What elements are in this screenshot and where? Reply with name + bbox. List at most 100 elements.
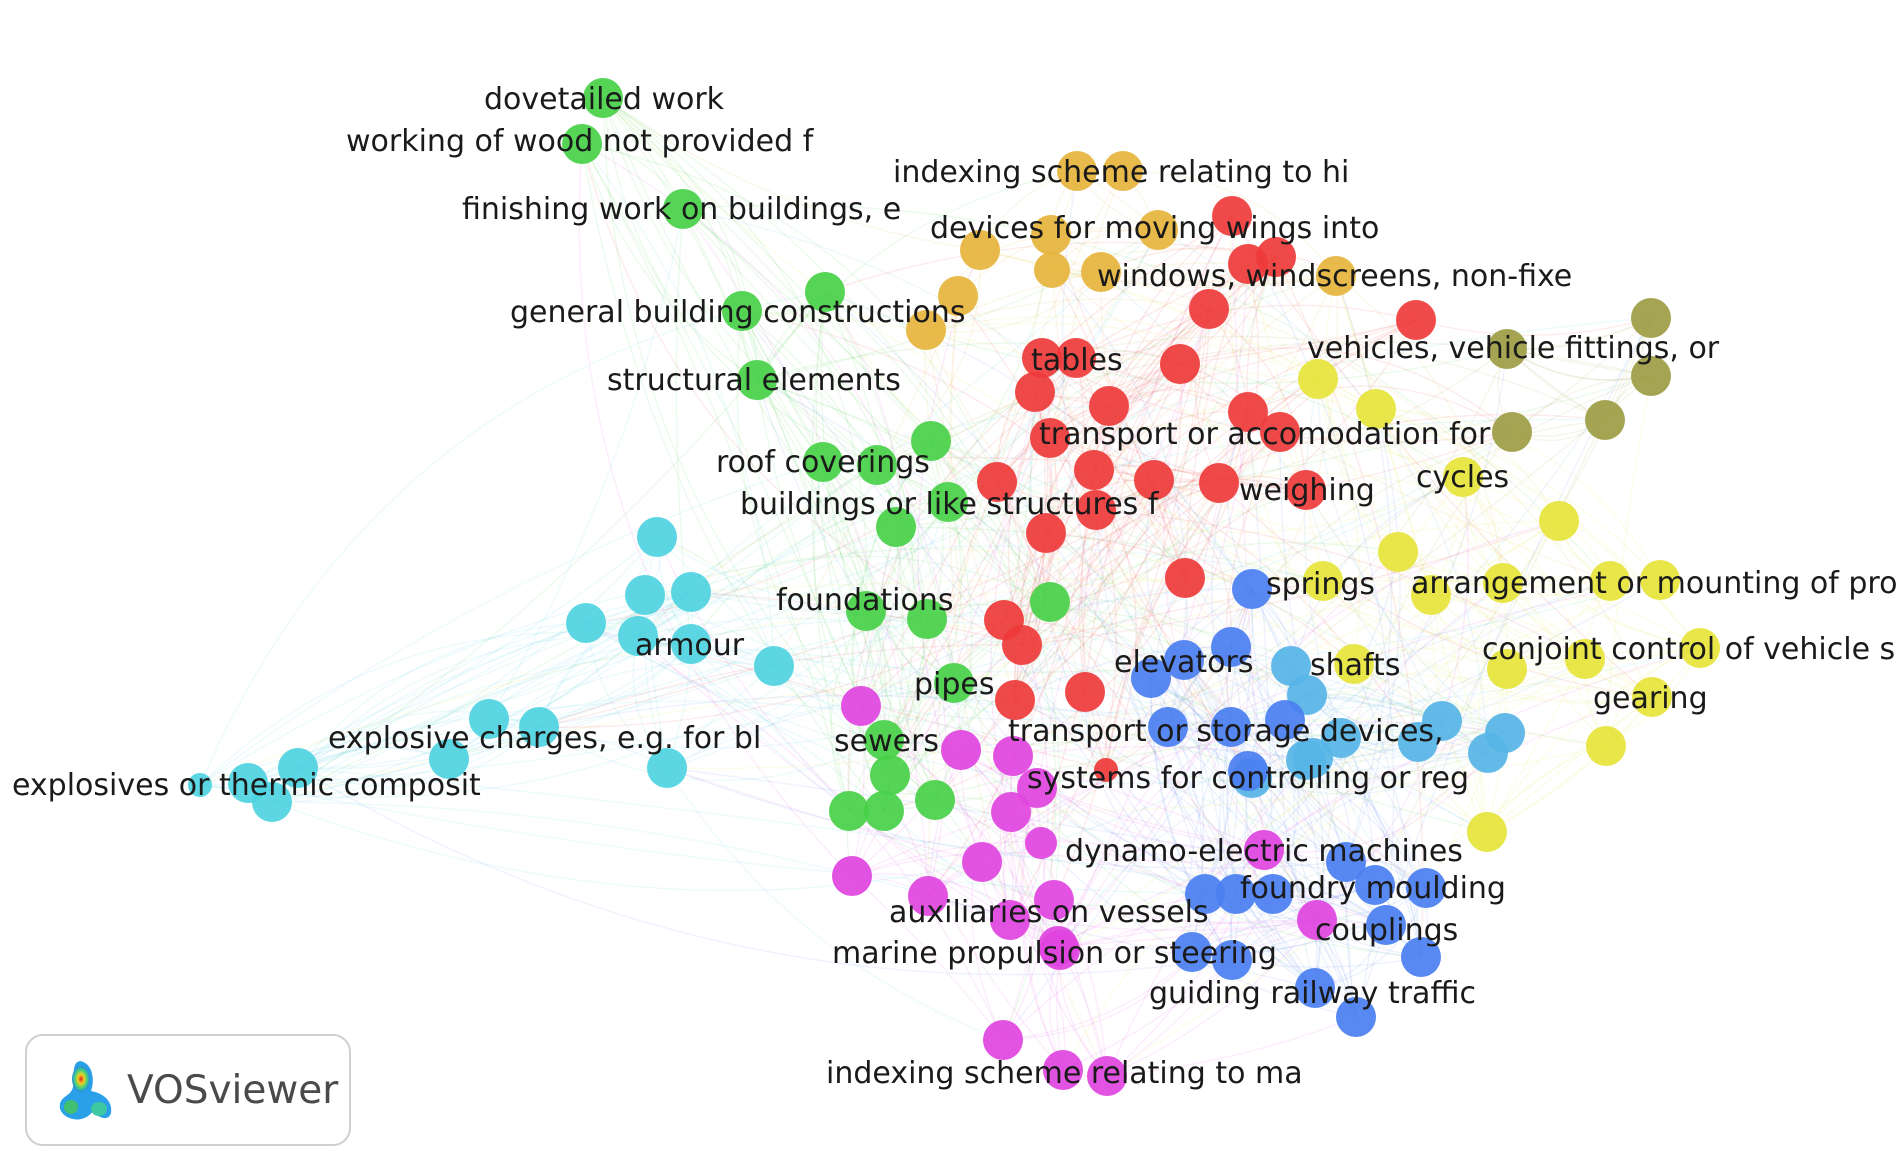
node-green[interactable] bbox=[583, 78, 623, 118]
node-label[interactable]: explosives or thermic composit bbox=[12, 768, 481, 803]
node-cyan[interactable] bbox=[469, 699, 509, 739]
node-yellow[interactable] bbox=[1487, 649, 1527, 689]
node-magenta[interactable] bbox=[941, 730, 981, 770]
node-magenta[interactable] bbox=[1043, 1050, 1083, 1090]
node-green[interactable] bbox=[722, 291, 762, 331]
node-blue[interactable] bbox=[1164, 640, 1204, 680]
node-red[interactable] bbox=[1212, 196, 1252, 236]
node-yellow[interactable] bbox=[1303, 561, 1343, 601]
node-magenta[interactable] bbox=[832, 856, 872, 896]
node-olive[interactable] bbox=[1492, 412, 1532, 452]
node-label[interactable]: transport or storage devices, bbox=[1008, 714, 1444, 749]
node-cyan[interactable] bbox=[671, 624, 711, 664]
node-green[interactable] bbox=[907, 599, 947, 639]
node-label[interactable]: auxiliaries on vessels bbox=[889, 895, 1209, 930]
node-blue[interactable] bbox=[1211, 627, 1251, 667]
node-magenta[interactable] bbox=[908, 876, 948, 916]
node-cyan[interactable] bbox=[519, 707, 559, 747]
node-magenta[interactable] bbox=[962, 842, 1002, 882]
node-red[interactable] bbox=[1228, 392, 1268, 432]
node-sky[interactable] bbox=[1321, 718, 1361, 758]
node-green[interactable] bbox=[928, 482, 968, 522]
node-label[interactable]: transport or accomodation for bbox=[1039, 417, 1491, 452]
node-blue[interactable] bbox=[1172, 932, 1212, 972]
node-red[interactable] bbox=[1026, 513, 1066, 553]
node-red[interactable] bbox=[977, 462, 1017, 502]
node-label[interactable]: elevators bbox=[1114, 645, 1253, 680]
node-label[interactable]: tables bbox=[1031, 343, 1123, 378]
node-magenta[interactable] bbox=[841, 686, 881, 726]
node-red[interactable] bbox=[1165, 558, 1205, 598]
node-cyan[interactable] bbox=[637, 517, 677, 557]
node-blue[interactable] bbox=[1185, 874, 1225, 914]
node-red[interactable] bbox=[1396, 300, 1436, 340]
node-orange[interactable] bbox=[1138, 210, 1178, 250]
node-blue[interactable] bbox=[1232, 569, 1272, 609]
node-cyan[interactable] bbox=[566, 603, 606, 643]
node-orange[interactable] bbox=[960, 230, 1000, 270]
node-cyan[interactable] bbox=[429, 739, 469, 779]
node-green[interactable] bbox=[1030, 582, 1070, 622]
node-label[interactable]: general building constructions bbox=[510, 295, 965, 330]
node-label[interactable]: arrangement or mounting of pro bbox=[1411, 566, 1896, 601]
node-yellow[interactable] bbox=[1590, 561, 1630, 601]
node-label[interactable]: dovetailed work bbox=[484, 82, 725, 117]
node-yellow[interactable] bbox=[1586, 726, 1626, 766]
node-magenta[interactable] bbox=[1017, 768, 1057, 808]
node-cyan[interactable] bbox=[252, 782, 292, 822]
node-label[interactable]: couplings bbox=[1315, 913, 1458, 948]
node-sky[interactable] bbox=[1398, 722, 1438, 762]
node-olive[interactable] bbox=[1585, 400, 1625, 440]
node-olive[interactable] bbox=[1487, 329, 1527, 369]
node-green[interactable] bbox=[805, 272, 845, 312]
node-yellow[interactable] bbox=[1632, 677, 1672, 717]
node-label[interactable]: indexing scheme relating to hi bbox=[893, 155, 1349, 190]
node-cyan[interactable] bbox=[647, 748, 687, 788]
node-cyan[interactable] bbox=[754, 646, 794, 686]
node-magenta[interactable] bbox=[1034, 880, 1074, 920]
node-blue[interactable] bbox=[1355, 865, 1395, 905]
node-red[interactable] bbox=[1228, 244, 1268, 284]
node-blue[interactable] bbox=[1212, 940, 1252, 980]
node-yellow[interactable] bbox=[1680, 628, 1720, 668]
node-label[interactable]: gearing bbox=[1593, 681, 1708, 716]
node-magenta[interactable] bbox=[991, 792, 1031, 832]
node-yellow[interactable] bbox=[1640, 560, 1680, 600]
node-orange[interactable] bbox=[1034, 252, 1070, 288]
node-magenta[interactable] bbox=[993, 736, 1033, 776]
node-green[interactable] bbox=[857, 445, 897, 485]
node-label[interactable]: guiding railway traffic bbox=[1149, 976, 1476, 1011]
node-label[interactable]: foundry moulding bbox=[1240, 871, 1506, 906]
node-label[interactable]: sewers bbox=[834, 724, 939, 759]
node-sky[interactable] bbox=[1293, 738, 1333, 778]
node-orange[interactable] bbox=[1103, 151, 1143, 191]
node-green[interactable] bbox=[915, 780, 955, 820]
node-green[interactable] bbox=[562, 124, 602, 164]
node-yellow[interactable] bbox=[1467, 812, 1507, 852]
node-red[interactable] bbox=[1074, 450, 1114, 490]
node-blue[interactable] bbox=[1265, 700, 1305, 740]
node-blue[interactable] bbox=[1148, 707, 1188, 747]
node-label[interactable]: explosive charges, e.g. for bl bbox=[328, 721, 761, 756]
node-label[interactable]: springs bbox=[1266, 567, 1375, 602]
node-label[interactable]: shafts bbox=[1310, 648, 1400, 683]
node-red[interactable] bbox=[1056, 338, 1096, 378]
node-green[interactable] bbox=[911, 421, 951, 461]
node-label[interactable]: systems for controlling or reg bbox=[1027, 761, 1469, 796]
node-label[interactable]: conjoint control of vehicle su bbox=[1482, 632, 1896, 667]
node-blue[interactable] bbox=[1366, 905, 1406, 945]
node-red[interactable] bbox=[995, 680, 1035, 720]
node-green[interactable] bbox=[934, 663, 974, 703]
node-cyan[interactable] bbox=[278, 748, 318, 788]
node-orange[interactable] bbox=[1031, 215, 1071, 255]
node-yellow[interactable] bbox=[1483, 563, 1523, 603]
node-red[interactable] bbox=[1260, 412, 1300, 452]
node-red[interactable] bbox=[1286, 470, 1326, 510]
node-label[interactable]: cycles bbox=[1416, 460, 1509, 495]
node-red[interactable] bbox=[1094, 758, 1118, 782]
node-red[interactable] bbox=[1065, 672, 1105, 712]
node-orange[interactable] bbox=[1081, 252, 1121, 292]
node-olive[interactable] bbox=[1631, 356, 1671, 396]
node-label[interactable]: finishing work on buildings, e bbox=[462, 192, 901, 227]
